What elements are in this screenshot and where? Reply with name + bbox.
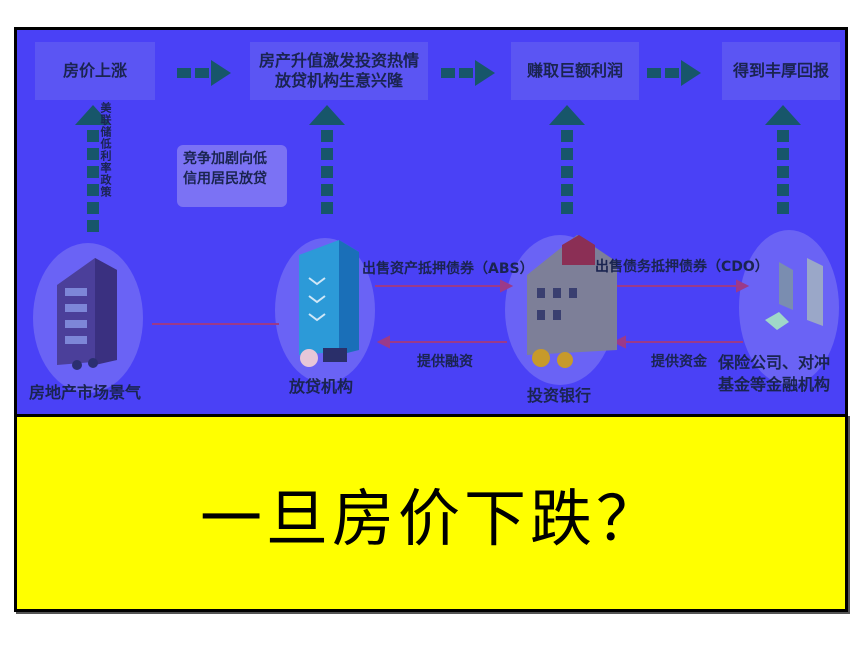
- node-label-funds-line1: 保险公司、对冲: [718, 353, 831, 372]
- node-label-real-estate: 房地产市场景气: [29, 383, 142, 402]
- box-rich-return: 得到丰厚回报: [722, 42, 840, 100]
- arrow-up-icon: [309, 105, 345, 214]
- flow-diagram: 房价上涨 房产升值激发投资热情 放贷机构生意兴隆 赚取巨额利润 得到丰厚回报: [14, 27, 848, 414]
- bank-building-icon: [299, 240, 359, 367]
- building-icon: [57, 258, 117, 370]
- arrow-up-icon: [549, 105, 585, 214]
- box-price-rise: 房价上涨: [35, 42, 155, 100]
- node-label-funds-line2: 基金等金融机构: [718, 375, 831, 394]
- flow-label-financing: 提供融资: [417, 354, 473, 370]
- arrow-head-left-icon: [376, 335, 390, 349]
- flow-arrows: [375, 279, 750, 349]
- arrow-head-left-icon: [612, 335, 626, 349]
- flow-label-funding: 提供资金: [651, 354, 707, 370]
- question-text: 一旦房价下跌？: [199, 482, 662, 555]
- speech-bubble-line1: 竞争加剧向低: [183, 151, 267, 167]
- node-label-bank: 投资银行: [527, 386, 592, 405]
- box-investment-enthusiasm: 房产升值激发投资热情 放贷机构生意兴隆: [250, 42, 428, 100]
- arrow-up-icon: [75, 105, 111, 232]
- finance-institution-icon: [765, 258, 823, 330]
- speech-bubble-line2: 信用居民放贷: [183, 171, 267, 187]
- diagram-graphics: [57, 60, 823, 370]
- arrow-head-right-icon: [736, 279, 750, 293]
- box-investment-line1: 房产升值激发投资热情: [258, 51, 419, 70]
- up-arrows: [75, 105, 801, 232]
- node-label-funds: 保险公司、对冲 基金等金融机构: [718, 352, 830, 396]
- box-huge-profit: 赚取巨额利润: [511, 42, 639, 100]
- speech-bubble: 竞争加剧向低 信用居民放贷: [177, 145, 287, 207]
- box-rich-return-label: 得到丰厚回报: [732, 61, 829, 80]
- flow-label-cdo: 出售债务抵押债券（CDO）: [595, 259, 769, 275]
- box-investment-line2: 放贷机构生意兴隆: [274, 71, 403, 90]
- arrow-up-icon: [765, 105, 801, 214]
- investment-bank-icon: [527, 235, 617, 368]
- arrow-right-icon: [177, 60, 231, 86]
- policy-note: 美联储低利率政策: [99, 102, 112, 198]
- box-huge-profit-label: 赚取巨额利润: [526, 61, 623, 80]
- node-label-lender: 放贷机构: [289, 377, 354, 396]
- question-box: 一旦房价下跌？: [14, 414, 848, 612]
- arrow-right-icon: [441, 60, 495, 86]
- arrow-right-icon: [647, 60, 701, 86]
- arrow-head-right-icon: [500, 279, 514, 293]
- box-price-rise-label: 房价上涨: [62, 61, 127, 80]
- flow-label-abs: 出售资产抵押债券（ABS）: [362, 261, 534, 277]
- top-arrows: [177, 60, 701, 86]
